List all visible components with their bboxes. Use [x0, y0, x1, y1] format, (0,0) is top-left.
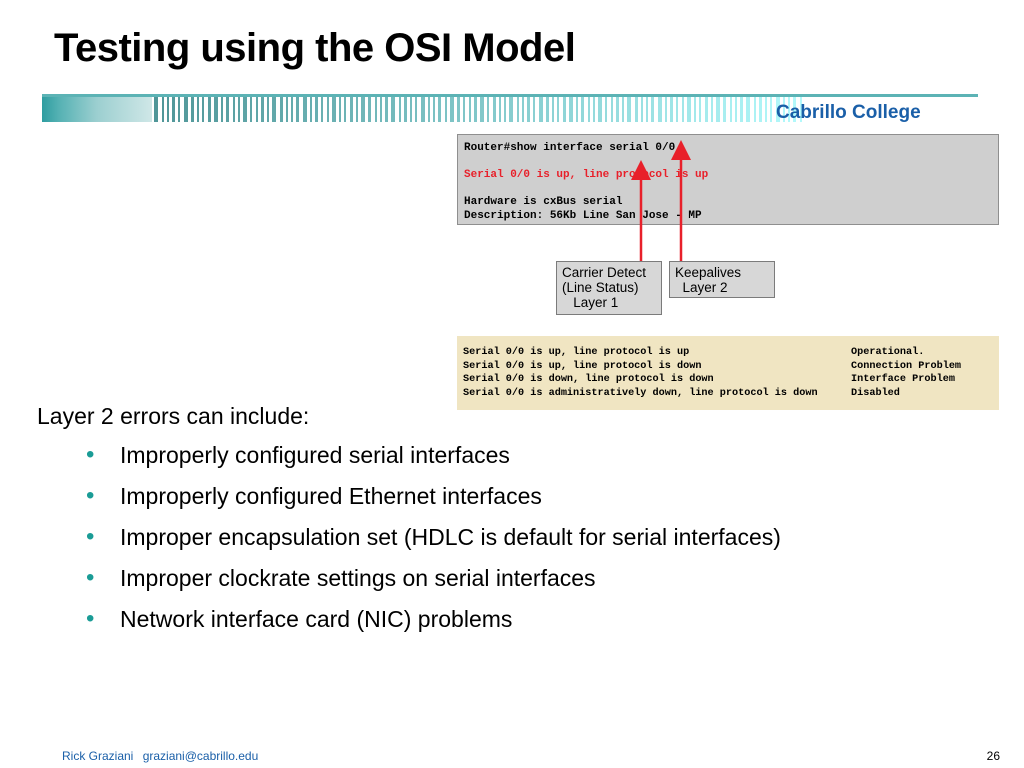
- bullet-dot-icon: •: [86, 441, 95, 468]
- status-text: Serial 0/0 is up, line protocol is up: [463, 347, 690, 358]
- status-text: Serial 0/0 is down, line protocol is dow…: [463, 374, 714, 386]
- status-meaning: Disabled: [851, 387, 900, 399]
- table-row: Serial 0/0 is administratively down, lin…: [463, 387, 999, 401]
- cli-command-line: Router#show interface serial 0/0: [464, 142, 676, 154]
- footer-author: Rick Graziani graziani@cabrillo.edu: [62, 749, 258, 763]
- status-table: Serial 0/0 is up, line protocol is up Op…: [457, 336, 999, 410]
- brand-name: Cabrillo College: [776, 102, 921, 123]
- bullet-text: Improperly configured serial interfaces: [120, 442, 510, 468]
- carrier-detect-line-2: (Line Status): [562, 280, 639, 295]
- bullet-dot-icon: •: [86, 564, 95, 591]
- page-number: 26: [986, 749, 1000, 763]
- bullet-text: Improper encapsulation set (HDLC is defa…: [120, 524, 781, 550]
- bullet-text: Improper clockrate settings on serial in…: [120, 565, 596, 591]
- bullet-text: Network interface card (NIC) problems: [120, 606, 513, 632]
- bullet-text: Improperly configured Ethernet interface…: [120, 483, 542, 509]
- status-text: Serial 0/0 is administratively down, lin…: [463, 387, 818, 399]
- keepalives-label: Keepalives Layer 2: [669, 261, 775, 298]
- table-row: Serial 0/0 is up, line protocol is up Op…: [463, 346, 999, 360]
- status-meaning: Operational.: [851, 347, 925, 358]
- cli-description-line: Description: 56Kb Line San Jose - MP: [464, 209, 702, 222]
- keepalives-line-2: Layer 2: [675, 280, 728, 295]
- author-email[interactable]: graziani@cabrillo.edu: [142, 749, 259, 763]
- status-meaning: Connection Problem: [851, 360, 962, 372]
- author-name: Rick Graziani: [62, 749, 134, 763]
- cli-status-line: Serial 0/0 is up, line protocol is up: [464, 169, 709, 181]
- header-banner: [42, 94, 978, 122]
- slide-title: Testing using the OSI Model: [54, 26, 576, 70]
- status-text: Serial 0/0 is up, line protocol is down: [463, 360, 702, 372]
- bullet-dot-icon: •: [86, 605, 95, 632]
- bullet-dot-icon: •: [86, 523, 95, 550]
- table-row: Serial 0/0 is down, line protocol is dow…: [463, 373, 999, 387]
- intro-text: Layer 2 errors can include:: [37, 403, 310, 429]
- cli-output: Router#show interface serial 0/0 Serial …: [457, 134, 999, 225]
- carrier-detect-label: Carrier Detect (Line Status) Layer 1: [556, 261, 662, 315]
- carrier-detect-line-3: Layer 1: [562, 295, 619, 310]
- keepalives-line-1: Keepalives: [675, 265, 742, 280]
- cli-hardware-line: Hardware is cxBus serial: [464, 196, 623, 208]
- bullet-dot-icon: •: [86, 482, 95, 509]
- table-row: Serial 0/0 is up, line protocol is down …: [463, 360, 999, 374]
- status-meaning: Interface Problem: [851, 374, 955, 386]
- carrier-detect-line-1: Carrier Detect: [562, 265, 647, 280]
